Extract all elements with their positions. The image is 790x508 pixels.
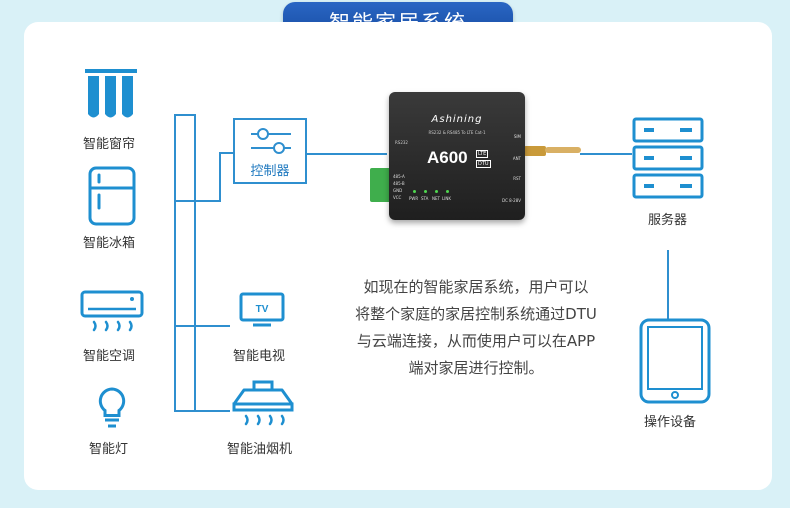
device-led-label: NET: [432, 196, 440, 201]
connector-line: [194, 114, 196, 412]
device-led-pwr: [413, 190, 416, 193]
connector-line: [174, 410, 230, 412]
device-model: A600: [427, 148, 468, 168]
device-led-net: [435, 190, 438, 193]
server-label: 服务器: [648, 209, 687, 228]
description-line: 端对家居进行控制。: [326, 355, 626, 382]
description-line: 将整个家庭的家居控制系统通过DTU: [326, 301, 626, 328]
connector-line: [174, 325, 230, 327]
device-terminal-label: VCC: [393, 195, 401, 200]
controller-box: 控制器: [233, 118, 307, 184]
light-label: 智能灯: [89, 438, 128, 457]
device-right-label: SIM: [514, 134, 521, 139]
device-terminal-label: 485-A: [393, 174, 405, 179]
device-badge-lte: LTE: [476, 150, 488, 158]
description-line: 如现在的智能家居系统，用户可以: [326, 274, 626, 301]
description-line: 与云端连接，从而使用户可以在APP: [326, 328, 626, 355]
fridge-label: 智能冰箱: [83, 232, 135, 251]
curtain-label: 智能窗帘: [83, 133, 135, 152]
connector-line: [174, 200, 195, 202]
tv-icon-text: TV: [256, 304, 269, 315]
dtu-device: Ashining RS232 & RS485 To LTE Cat-1 RS23…: [389, 92, 525, 220]
connector-line: [174, 114, 195, 116]
device-subtitle: RS232 & RS485 To LTE Cat-1: [389, 130, 525, 135]
connector-line: [307, 153, 387, 155]
device-led-link: [446, 190, 449, 193]
light-bulb-icon: [95, 386, 129, 430]
connector-line: [667, 250, 669, 320]
slider-control-icon: [249, 126, 293, 156]
device-port-label: RS232: [395, 140, 408, 145]
device-led-label: PWR: [409, 196, 418, 201]
tv-icon: TV: [239, 292, 285, 328]
tablet-icon: [639, 318, 711, 404]
device-right-label: ANT: [513, 156, 521, 161]
connector-line: [194, 200, 220, 202]
tv-label: 智能电视: [233, 345, 285, 364]
air-conditioner-icon: [80, 290, 144, 334]
fridge-icon: [88, 166, 136, 226]
connector-line: [174, 114, 176, 412]
curtain-icon: [83, 69, 139, 123]
device-brand: Ashining: [389, 114, 525, 125]
antenna-connector: [524, 146, 546, 156]
device-terminal-label: GND: [393, 188, 402, 193]
device-right-label: RST: [513, 176, 521, 181]
hood-label: 智能油烟机: [227, 438, 292, 457]
device-led-sta: [424, 190, 427, 193]
description-text: 如现在的智能家居系统，用户可以 将整个家庭的家居控制系统通过DTU 与云端连接，…: [326, 274, 626, 382]
connector-line: [219, 152, 221, 202]
device-led-label: STA: [421, 196, 428, 201]
device-badge-dtu: DTU: [476, 160, 491, 168]
server-icon: [632, 117, 704, 199]
ac-label: 智能空调: [83, 345, 135, 364]
antenna: [545, 147, 581, 153]
device-terminal-label: 485-B: [393, 181, 405, 186]
controller-label: 控制器: [235, 160, 305, 179]
range-hood-icon: [230, 380, 296, 432]
connector-line: [219, 152, 233, 154]
device-right-label: DC 8-28V: [502, 198, 521, 203]
tablet-label: 操作设备: [644, 411, 696, 430]
device-led-label: LINK: [442, 196, 451, 201]
connector-line: [580, 153, 632, 155]
